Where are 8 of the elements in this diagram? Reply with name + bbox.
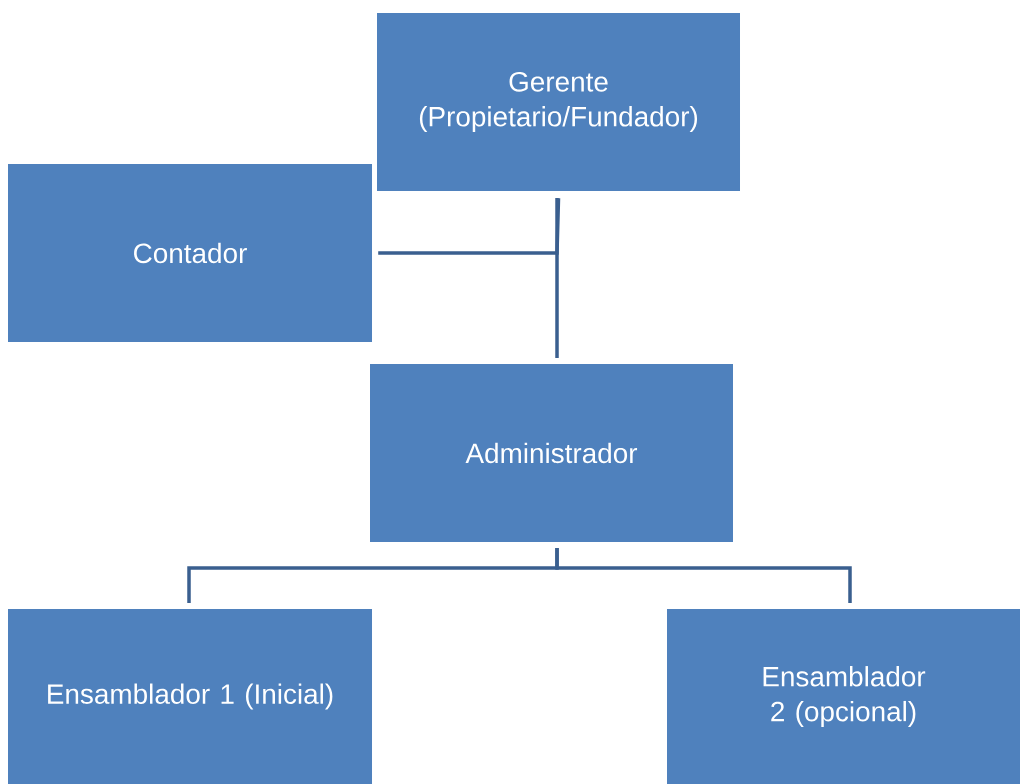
org-box: Gerente (Propietario/Fundador): [377, 13, 740, 191]
connector-line: [555, 548, 852, 603]
org-box: Administrador: [370, 364, 733, 542]
org-box: Ensamblador 1 (Inicial): [8, 609, 372, 784]
connector-line: [378, 198, 561, 255]
org-box: Contador: [8, 164, 372, 342]
connector-line: [555, 198, 559, 358]
org-box: Ensamblador 2 (opcional): [667, 609, 1020, 784]
